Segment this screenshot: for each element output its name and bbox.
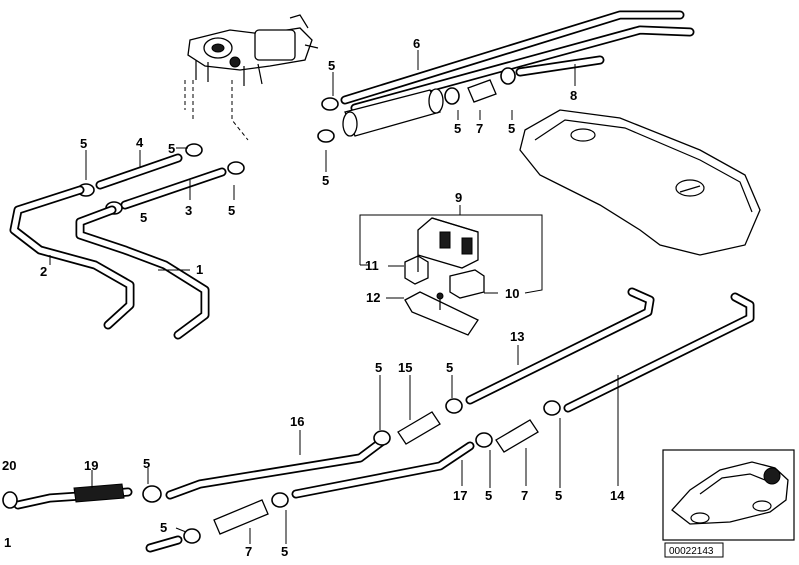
clamp-20 <box>2 491 18 509</box>
label-17: 17 <box>453 488 467 503</box>
label-11: 11 <box>365 258 379 273</box>
label-2: 2 <box>40 264 47 279</box>
hose-7-top <box>467 79 497 103</box>
hose-4 <box>77 143 203 197</box>
label-9: 9 <box>455 190 462 205</box>
purge-kit-bracket <box>359 205 543 294</box>
label-5: 5 <box>322 173 329 188</box>
label-5: 5 <box>508 121 515 136</box>
label-6: 6 <box>413 36 420 51</box>
grommet-10 <box>449 269 485 299</box>
car-inset <box>662 449 795 541</box>
part-labels: 6 5 8 4 5 5 5 7 5 5 5 3 5 9 2 1 11 10 12… <box>2 36 625 559</box>
fuel-tank <box>519 109 761 256</box>
label-5: 5 <box>168 141 175 156</box>
label-5: 5 <box>140 210 147 225</box>
label-5: 5 <box>485 488 492 503</box>
line-1 <box>75 205 210 340</box>
label-15: 15 <box>398 360 412 375</box>
label-13: 13 <box>510 329 524 344</box>
label-20: 20 <box>2 458 16 473</box>
label-3: 3 <box>185 203 192 218</box>
label-5: 5 <box>143 456 150 471</box>
line-17 <box>291 441 475 499</box>
purge-valve <box>417 217 479 269</box>
label-5: 5 <box>446 360 453 375</box>
label-5: 5 <box>555 488 562 503</box>
label-5: 5 <box>281 544 288 559</box>
label-5: 5 <box>228 203 235 218</box>
filter-canister <box>342 88 444 137</box>
reference-box: 00022143 <box>664 542 724 558</box>
label-12: 12 <box>366 290 380 305</box>
hose-7-mid <box>495 419 539 453</box>
holder-12 <box>404 291 479 336</box>
pipe-6 <box>340 10 695 113</box>
label-7: 7 <box>245 544 252 559</box>
grommet-11 <box>404 255 429 285</box>
label-5: 5 <box>375 360 382 375</box>
label-5: 5 <box>160 520 167 535</box>
hose-19 <box>13 483 133 510</box>
hose-7-low <box>213 499 269 535</box>
label-1: 1 <box>196 262 203 277</box>
label-4: 4 <box>136 135 144 150</box>
pipe-8 <box>515 55 605 77</box>
label-7: 7 <box>476 121 483 136</box>
line-14 <box>563 292 755 413</box>
label-16: 16 <box>290 414 304 429</box>
label-7: 7 <box>521 488 528 503</box>
label-5: 5 <box>328 58 335 73</box>
line-13 <box>465 287 655 405</box>
line-2 <box>9 185 135 330</box>
label-5: 5 <box>80 136 87 151</box>
evaporative-valve <box>187 14 319 86</box>
label-8: 8 <box>570 88 577 103</box>
label-10: 10 <box>505 286 519 301</box>
line-16 <box>165 435 389 500</box>
label-1: 1 <box>4 535 11 550</box>
label-14: 14 <box>610 488 625 503</box>
clamps-lower <box>142 398 561 544</box>
clamps-top <box>317 67 516 143</box>
line-1-stub <box>145 535 183 553</box>
leader-lines <box>49 50 619 544</box>
label-5: 5 <box>454 121 461 136</box>
hose-15 <box>397 411 441 445</box>
label-19: 19 <box>84 458 98 473</box>
hose-3 <box>105 161 245 215</box>
reference-number: 00022143 <box>669 546 714 557</box>
